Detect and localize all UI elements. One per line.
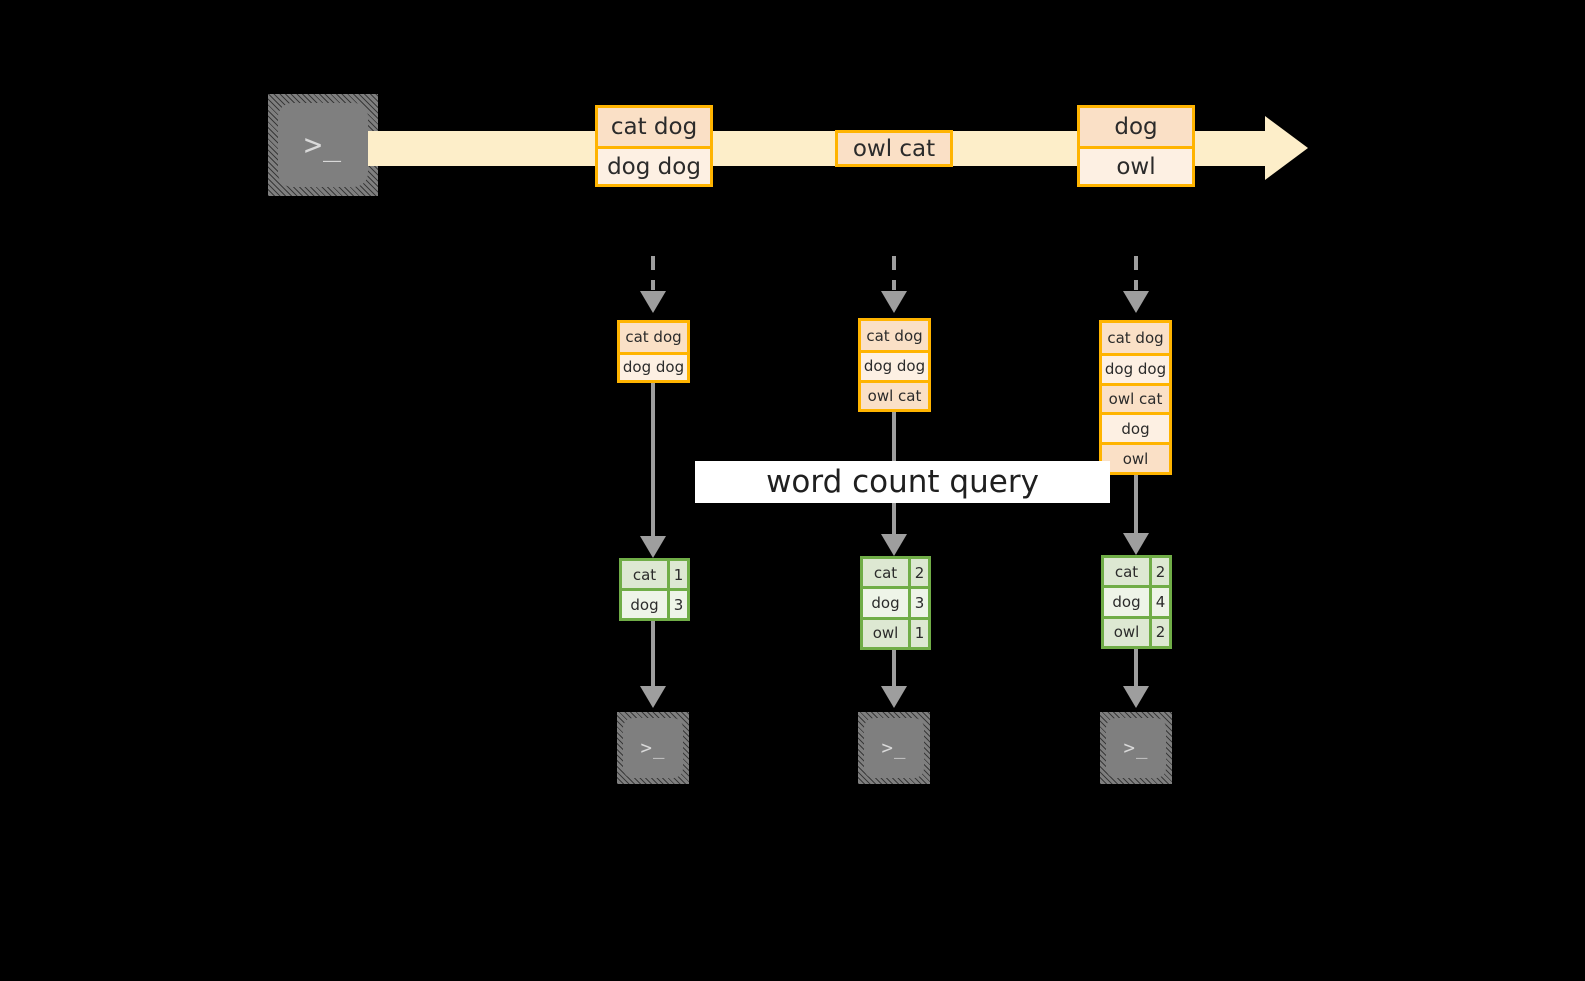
batch-3-sink-terminal-icon: >_	[1100, 712, 1172, 784]
batch-3-result-word-3: owl	[1104, 618, 1149, 646]
batch-1-result-row-1: cat 1	[622, 561, 687, 588]
batch-1-intake-dash	[651, 256, 655, 290]
batch-1-input-row-2: dog dog	[620, 351, 687, 380]
batch-1-result-count-2: 3	[667, 591, 687, 618]
stream-message-1[interactable]: cat dog dog dog	[595, 105, 713, 187]
batch-3-input-row-3: owl cat	[1102, 382, 1169, 413]
query-label-banner: word count query	[695, 461, 1110, 503]
terminal-plate	[278, 103, 368, 187]
batch-2-input-row-1: cat dog	[861, 321, 928, 351]
batch-3-query-line	[1134, 475, 1138, 535]
batch-1-terminal-plate	[623, 718, 683, 778]
batch-2-result-word-2: dog	[863, 589, 908, 617]
stream-message-3-line-2: owl	[1080, 146, 1192, 184]
batch-2-result-word-3: owl	[863, 619, 908, 647]
batch-2-result-count-2: 3	[908, 589, 928, 617]
batch-3-terminal-prompt-glyph: >_	[1123, 737, 1149, 759]
batch-3-input-stack[interactable]: cat dog dog dog owl cat dog owl	[1099, 320, 1172, 475]
batch-3-intake-arrowhead	[1123, 291, 1149, 313]
batch-2-input-row-2: dog dog	[861, 350, 928, 380]
batch-2-input-stack[interactable]: cat dog dog dog owl cat	[858, 318, 931, 412]
batch-2-terminal-prompt-glyph: >_	[881, 737, 907, 759]
stream-message-2-line-1: owl cat	[838, 133, 950, 164]
batch-3-result-table[interactable]: cat 2 dog 4 owl 2	[1101, 555, 1172, 649]
batch-3-sink-line	[1134, 649, 1138, 687]
batch-3-sink-arrowhead	[1123, 686, 1149, 708]
batch-3-input-row-1: cat dog	[1102, 323, 1169, 353]
batch-2-intake-dash	[892, 256, 896, 290]
batch-2-result-row-2: dog 3	[863, 586, 928, 617]
batch-3-result-word-2: dog	[1104, 588, 1149, 616]
batch-3-result-row-3: owl 2	[1104, 615, 1169, 646]
batch-3-result-row-2: dog 4	[1104, 585, 1169, 616]
batch-3-input-row-4: dog	[1102, 412, 1169, 443]
batch-3-intake-dash	[1134, 256, 1138, 290]
batch-1-result-word-1: cat	[622, 561, 667, 588]
batch-1-query-line	[651, 383, 655, 538]
batch-3-result-count-3: 2	[1149, 618, 1169, 646]
batch-2-result-count-3: 1	[908, 619, 928, 647]
source-terminal-icon: >_	[268, 94, 378, 196]
batch-3-result-word-1: cat	[1104, 558, 1149, 586]
batch-1-result-table[interactable]: cat 1 dog 3	[619, 558, 690, 621]
batch-3-query-arrowhead	[1123, 533, 1149, 555]
batch-2-result-row-3: owl 1	[863, 616, 928, 647]
batch-2-sink-arrowhead	[881, 686, 907, 708]
batch-1-terminal-prompt-glyph: >_	[640, 737, 666, 759]
batch-1-sink-line	[651, 621, 655, 687]
batch-1-query-arrowhead	[640, 536, 666, 558]
batch-3-input-row-5: owl	[1102, 442, 1169, 472]
batch-2-query-arrowhead	[881, 534, 907, 556]
batch-2-sink-line	[892, 650, 896, 687]
batch-1-result-word-2: dog	[622, 591, 667, 618]
batch-3-result-count-1: 2	[1149, 558, 1169, 586]
batch-3-result-count-2: 4	[1149, 588, 1169, 616]
batch-2-result-table[interactable]: cat 2 dog 3 owl 1	[860, 556, 931, 650]
stream-message-1-line-1: cat dog	[598, 108, 710, 146]
batch-1-sink-arrowhead	[640, 686, 666, 708]
batch-2-result-count-1: 2	[908, 559, 928, 587]
batch-1-sink-terminal-icon: >_	[617, 712, 689, 784]
batch-1-intake-arrowhead	[640, 291, 666, 313]
stream-message-1-line-2: dog dog	[598, 146, 710, 184]
batch-1-input-row-1: cat dog	[620, 323, 687, 352]
batch-1-input-stack[interactable]: cat dog dog dog	[617, 320, 690, 383]
stream-message-3[interactable]: dog owl	[1077, 105, 1195, 187]
batch-2-intake-arrowhead	[881, 291, 907, 313]
batch-3-input-row-2: dog dog	[1102, 352, 1169, 383]
batch-1-result-count-1: 1	[667, 561, 687, 588]
batch-2-terminal-plate	[864, 718, 924, 778]
stream-message-3-line-1: dog	[1080, 108, 1192, 146]
batch-3-result-row-1: cat 2	[1104, 558, 1169, 586]
batch-2-result-row-1: cat 2	[863, 559, 928, 587]
batch-3-terminal-plate	[1106, 718, 1166, 778]
batch-2-input-row-3: owl cat	[861, 379, 928, 409]
stream-message-2[interactable]: owl cat	[835, 130, 953, 167]
stream-arrow-head	[1265, 116, 1308, 180]
batch-2-sink-terminal-icon: >_	[858, 712, 930, 784]
batch-1-result-row-2: dog 3	[622, 588, 687, 618]
terminal-prompt-glyph: >_	[303, 127, 343, 163]
batch-2-result-word-1: cat	[863, 559, 908, 587]
